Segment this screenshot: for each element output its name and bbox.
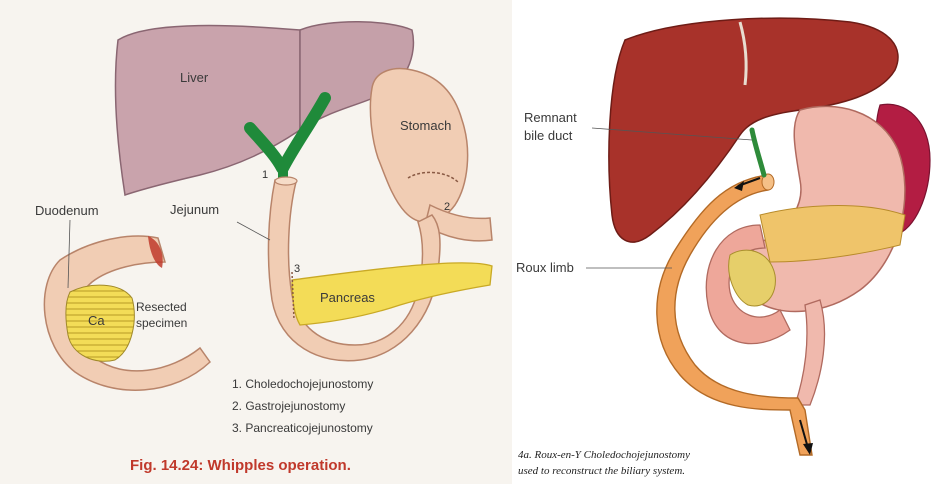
legend-item-1: 1. Choledochojejunostomy [232, 377, 373, 391]
remnant-label-1: Remnant [524, 110, 577, 125]
remnant-label-2: bile duct [524, 128, 573, 143]
pancreas-label: Pancreas [320, 290, 375, 305]
liver-label: Liver [180, 70, 209, 85]
legend-item-3: 3. Pancreaticojejunostomy [232, 421, 373, 435]
marker-3: 3 [294, 263, 300, 275]
right-caption-2: used to reconstruct the biliary system. [518, 465, 685, 477]
jejunum-label: Jejunum [170, 202, 219, 217]
figure-caption: Fig. 14.24: Whipples operation. [130, 457, 351, 474]
marker-2: 2 [444, 201, 450, 213]
roux-label: Roux limb [516, 260, 574, 275]
marker-1: 1 [262, 169, 268, 181]
stomach-label: Stomach [400, 118, 451, 133]
right-caption-1: 4a. Roux-en-Y Choledochojejunostomy [518, 449, 690, 461]
jejunum-end [275, 177, 297, 185]
duodenum-label: Duodenum [35, 203, 99, 218]
resected-label-2: specimen [136, 316, 187, 330]
ca-label: Ca [88, 313, 105, 328]
legend-item-2: 2. Gastrojejunostomy [232, 399, 345, 413]
resected-label-1: Resected [136, 300, 187, 314]
